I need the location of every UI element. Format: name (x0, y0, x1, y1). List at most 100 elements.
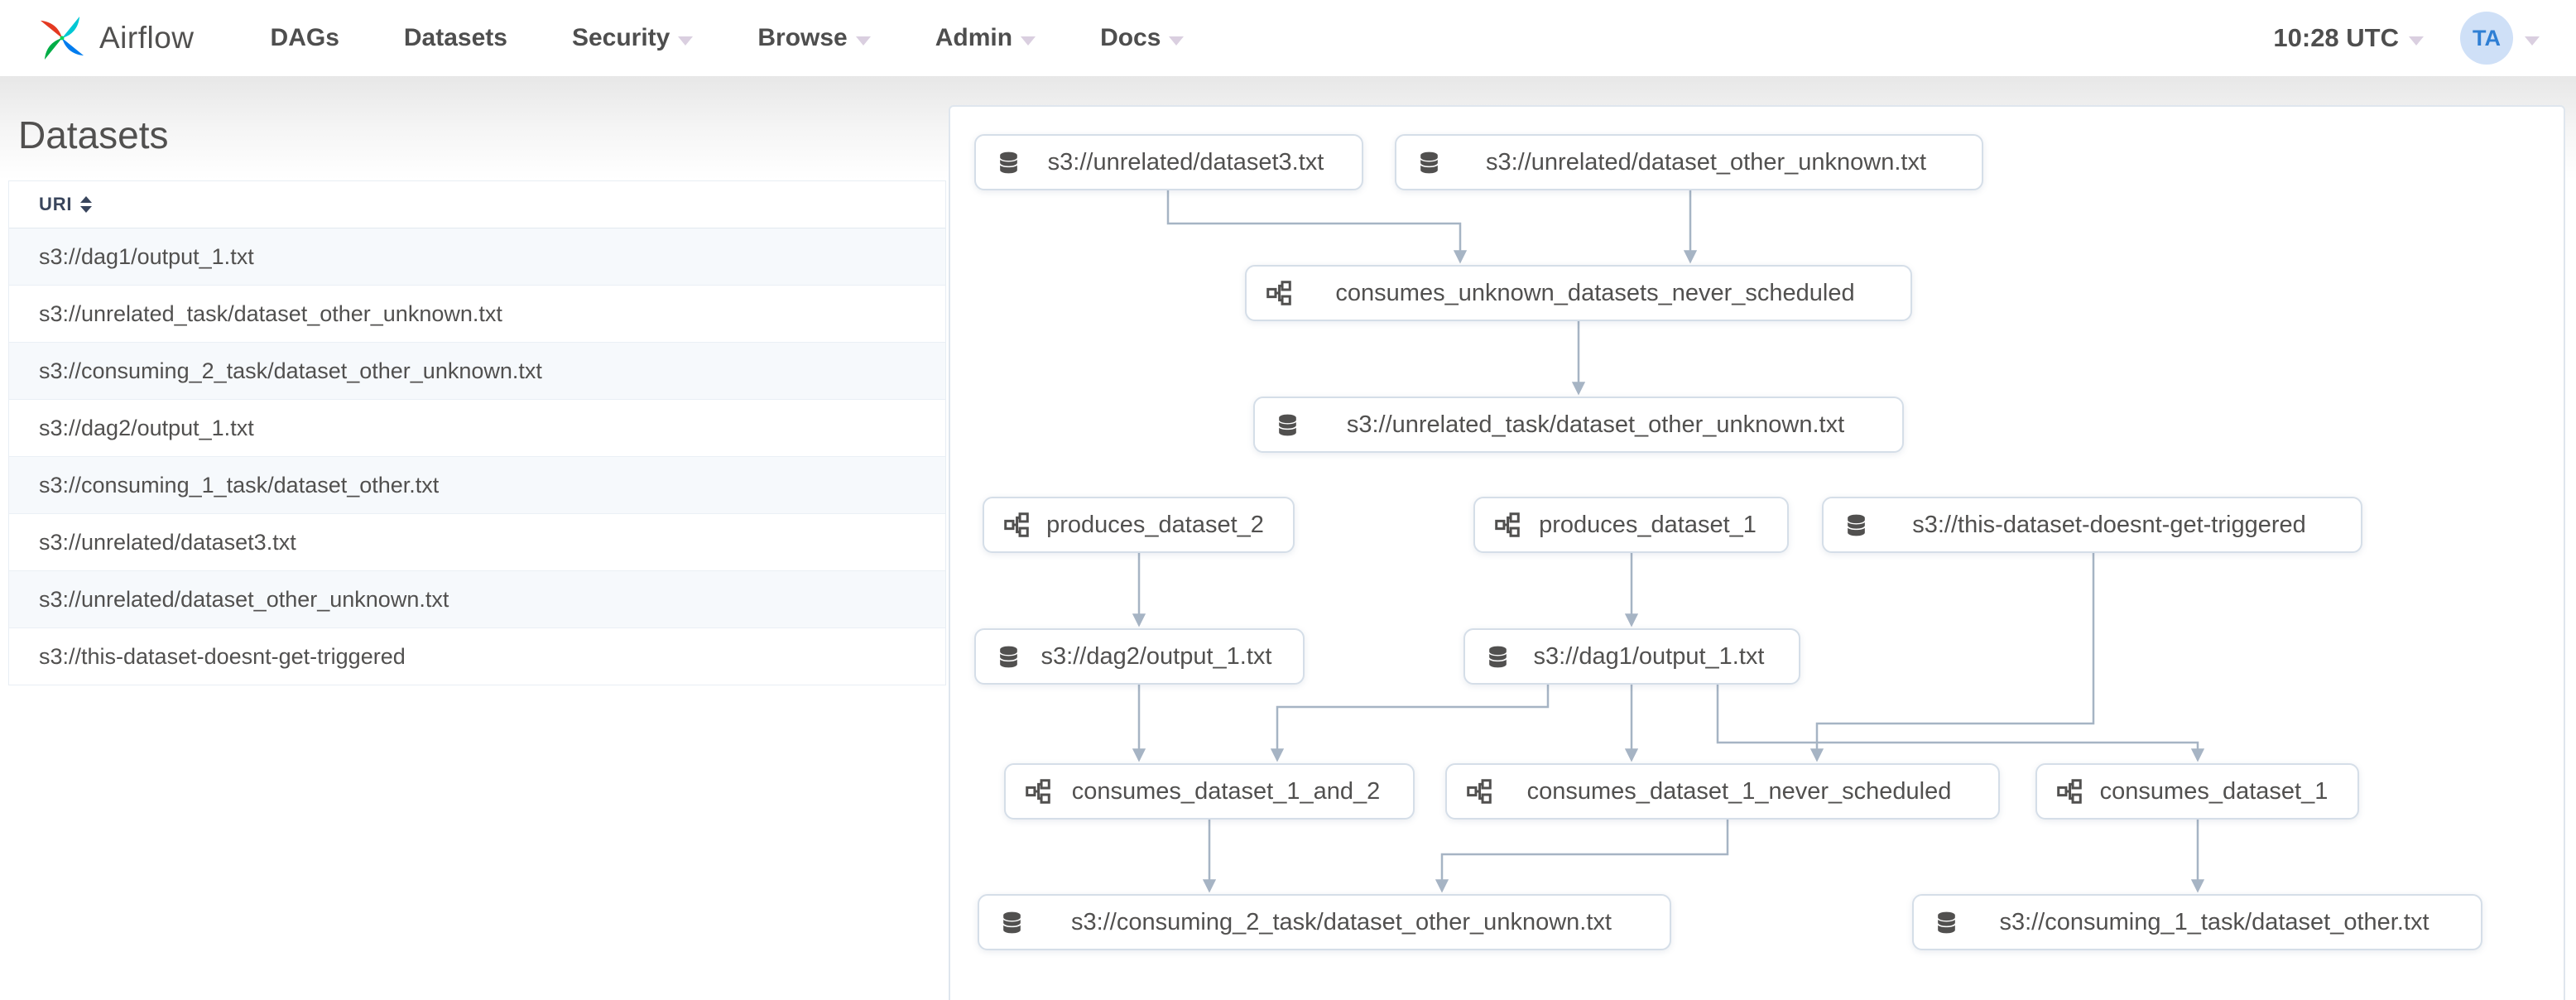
graph-node-dag_consumes_1_never[interactable]: consumes_dataset_1_never_scheduled (1445, 763, 2000, 820)
uri-column-header[interactable]: URI (9, 181, 945, 228)
graph-node-label: s3://consuming_2_task/dataset_other_unkn… (1071, 908, 1612, 935)
table-row[interactable]: s3://dag1/output_1.txt (9, 228, 945, 286)
chevron-down-icon (855, 36, 871, 46)
table-row[interactable]: s3://unrelated/dataset3.txt (9, 514, 945, 571)
graph-node-ds_unrelated_task_other_unknown[interactable]: s3://unrelated_task/dataset_other_unknow… (1253, 397, 1904, 453)
graph-node-dag_consumes_1_and_2[interactable]: consumes_dataset_1_and_2 (1004, 763, 1415, 820)
graph-node-dag_produces_1[interactable]: produces_dataset_1 (1473, 497, 1789, 553)
dataset-uri-cell: s3://consuming_1_task/dataset_other.txt (39, 472, 440, 498)
dataset-graph-canvas[interactable]: s3://unrelated/dataset3.txt s3://unrelate… (950, 107, 2564, 1000)
table-row[interactable]: s3://this-dataset-doesnt-get-triggered (9, 628, 945, 685)
database-icon (1843, 512, 1869, 538)
dataset-uri-cell: s3://this-dataset-doesnt-get-triggered (39, 643, 406, 669)
dataset-uri-cell: s3://dag1/output_1.txt (39, 243, 254, 269)
graph-node-label: s3://this-dataset-doesnt-get-triggered (1912, 511, 2306, 538)
dag-icon (1026, 779, 1050, 804)
nav-item-label: DAGs (270, 24, 339, 51)
graph-node-label: consumes_dataset_1_never_scheduled (1526, 777, 1952, 805)
chevron-down-icon (2409, 36, 2424, 46)
table-row[interactable]: s3://consuming_1_task/dataset_other.txt (9, 457, 945, 514)
graph-node-label: produces_dataset_1 (1539, 511, 1757, 538)
graph-edges (1132, 190, 2205, 893)
database-icon (1275, 412, 1300, 438)
graph-node-label: consumes_dataset_1_and_2 (1071, 777, 1381, 805)
chevron-down-icon (1169, 36, 1185, 46)
graph-node-label: produces_dataset_2 (1046, 511, 1264, 538)
navbar-right: 10:28 UTC TA (2273, 12, 2540, 65)
clock-label: 10:28 UTC (2273, 23, 2399, 52)
graph-node-ds_unrelated_other_unknown[interactable]: s3://unrelated/dataset_other_unknown.txt (1395, 134, 1983, 190)
nav-item-dags[interactable]: DAGs (271, 24, 339, 52)
graph-node-ds_dag2_output[interactable]: s3://dag2/output_1.txt (974, 628, 1305, 685)
chevron-down-icon (2525, 36, 2540, 46)
nav-item-label: Docs (1100, 24, 1161, 51)
dag-icon (1467, 779, 1492, 804)
graph-node-label: s3://dag1/output_1.txt (1533, 642, 1765, 670)
graph-node-ds_consuming_1[interactable]: s3://consuming_1_task/dataset_other.txt (1912, 894, 2482, 950)
database-icon (999, 910, 1025, 935)
dataset-uri-cell: s3://dag2/output_1.txt (39, 415, 254, 440)
datasets-table-body: s3://dag1/output_1.txt s3://unrelated_tas… (9, 228, 945, 685)
page-title: Datasets (18, 113, 169, 156)
graph-node-ds_unrelated_dataset3[interactable]: s3://unrelated/dataset3.txt (974, 134, 1363, 190)
nav-item-admin[interactable]: Admin (935, 24, 1036, 52)
graph-edge (1809, 553, 2095, 762)
graph-node-ds_dag1_output[interactable]: s3://dag1/output_1.txt (1463, 628, 1800, 685)
dataset-graph-panel: s3://unrelated/dataset3.txt s3://unrelate… (949, 105, 2565, 1000)
dag-icon (1004, 512, 1029, 537)
graph-node-ds_consuming_2[interactable]: s3://consuming_2_task/dataset_other_unkn… (978, 894, 1671, 950)
graph-node-dag_consumes_unknown[interactable]: consumes_unknown_datasets_never_schedule… (1245, 265, 1912, 321)
database-icon (1934, 910, 1959, 935)
database-icon (996, 150, 1021, 175)
dag-icon (1495, 512, 1520, 537)
dataset-uri-cell: s3://unrelated/dataset_other_unknown.txt (39, 586, 449, 612)
user-menu[interactable]: TA (2460, 12, 2540, 65)
nav-item-label: Browse (757, 24, 848, 51)
graph-node-ds_doesnt_get_triggered[interactable]: s3://this-dataset-doesnt-get-triggered (1822, 497, 2362, 553)
airflow-brand[interactable]: Airflow (36, 12, 195, 64)
nav-item-datasets[interactable]: Datasets (404, 24, 507, 52)
dataset-uri-cell: s3://unrelated_task/dataset_other_unknow… (39, 300, 502, 326)
graph-node-dag_produces_2[interactable]: produces_dataset_2 (983, 497, 1295, 553)
nav-item-label: Security (571, 24, 670, 51)
table-row[interactable]: s3://unrelated_task/dataset_other_unknow… (9, 286, 945, 343)
graph-edge (1270, 685, 1550, 762)
nav-item-docs[interactable]: Docs (1100, 24, 1185, 52)
airflow-logo-icon (40, 16, 84, 60)
graph-node-label: consumes_unknown_datasets_never_schedule… (1335, 279, 1855, 306)
graph-node-label: s3://consuming_1_task/dataset_other.txt (1999, 908, 2429, 935)
nav-item-label: Datasets (403, 24, 507, 51)
graph-node-dag_consumes_1[interactable]: consumes_dataset_1 (2035, 763, 2359, 820)
table-row[interactable]: s3://dag2/output_1.txt (9, 400, 945, 457)
nav-item-security[interactable]: Security (571, 24, 694, 52)
graph-node-label: s3://unrelated/dataset3.txt (1047, 148, 1324, 175)
graph-edge (1166, 190, 1468, 264)
dag-icon (1266, 281, 1291, 305)
nav-item-browse[interactable]: Browse (757, 24, 871, 52)
datasets-table: URI s3://dag1/output_1.txt s3://unrelated… (8, 180, 946, 685)
database-icon (1485, 644, 1511, 670)
dataset-uri-cell: s3://unrelated/dataset3.txt (39, 529, 296, 555)
uri-header-label: URI (39, 194, 73, 214)
brand-name: Airflow (99, 21, 195, 55)
avatar: TA (2460, 12, 2513, 65)
graph-edge (1435, 820, 1729, 893)
graph-edge (1716, 685, 2205, 762)
clock-dropdown[interactable]: 10:28 UTC (2273, 23, 2424, 53)
chevron-down-icon (678, 36, 694, 46)
sort-up-down-icon (80, 196, 93, 213)
table-row[interactable]: s3://unrelated/dataset_other_unknown.txt (9, 571, 945, 628)
dataset-uri-cell: s3://consuming_2_task/dataset_other_unkn… (39, 358, 542, 383)
dag-icon (2057, 779, 2082, 804)
graph-node-label: s3://dag2/output_1.txt (1040, 642, 1272, 670)
nav-item-label: Admin (935, 24, 1013, 51)
graph-node-label: s3://unrelated/dataset_other_unknown.txt (1485, 148, 1927, 175)
main-nav: DAGs Datasets Security Browse Admin Docs (271, 24, 1185, 52)
database-icon (996, 644, 1021, 670)
table-row[interactable]: s3://consuming_2_task/dataset_other_unkn… (9, 343, 945, 400)
database-icon (1416, 150, 1442, 175)
graph-node-label: s3://unrelated_task/dataset_other_unknow… (1346, 411, 1845, 438)
